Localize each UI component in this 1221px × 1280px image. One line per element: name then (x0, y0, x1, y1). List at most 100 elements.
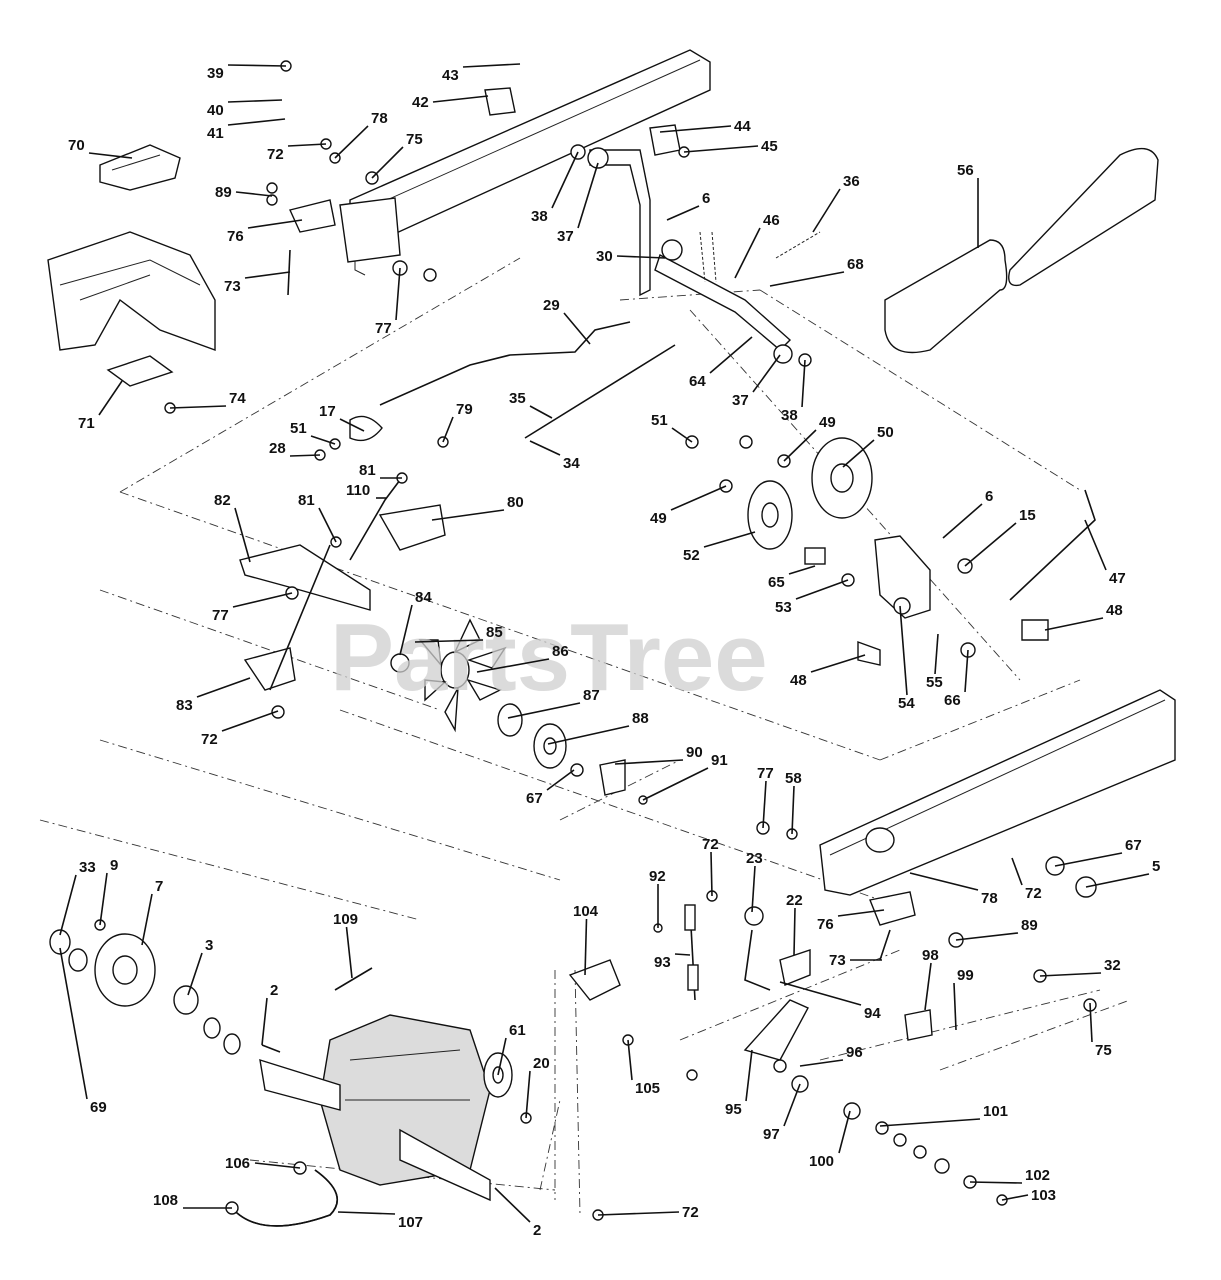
part-label-40: 40 (207, 102, 224, 119)
leader-line-20 (525, 1070, 531, 1119)
part-label-72: 72 (201, 731, 218, 748)
leader-line-34 (529, 440, 561, 456)
part-label-29: 29 (543, 297, 560, 314)
leader-line-86 (476, 658, 550, 673)
leader-line-50 (842, 439, 875, 468)
leader-line-97 (783, 1083, 801, 1127)
leader-line-90 (614, 759, 684, 765)
part-label-76: 76 (817, 916, 834, 933)
leader-line-37 (577, 162, 599, 229)
part-label-68: 68 (847, 256, 864, 273)
leader-line-106 (254, 1162, 301, 1169)
leader-line-2 (494, 1187, 531, 1223)
pulleys-upper (685, 435, 873, 550)
leader-line-30 (616, 255, 666, 259)
fan-86 (390, 618, 507, 733)
part-label-39: 39 (207, 65, 224, 82)
part-label-7: 7 (155, 878, 163, 895)
part-label-89: 89 (1021, 917, 1038, 934)
part-label-73: 73 (829, 952, 846, 969)
drive-belt-56 (884, 147, 1159, 354)
leader-line-38 (801, 359, 806, 408)
part-label-34: 34 (563, 455, 580, 472)
leader-line-48 (1044, 617, 1104, 631)
part-label-69: 69 (90, 1099, 107, 1116)
leader-line-78 (909, 872, 979, 891)
leader-line-35 (529, 405, 553, 419)
part-label-85: 85 (486, 624, 503, 641)
leader-line-72 (287, 143, 327, 147)
part-label-75: 75 (406, 131, 423, 148)
hub-7 (49, 929, 241, 1055)
part-label-66: 66 (944, 692, 961, 709)
leader-line-75 (1089, 1002, 1093, 1043)
leader-line-78 (334, 125, 369, 159)
part-label-51: 51 (290, 420, 307, 437)
part-label-43: 43 (442, 67, 459, 84)
leader-line-96 (799, 1059, 844, 1067)
leader-line-51 (671, 427, 693, 443)
leader-line-22 (793, 907, 796, 956)
part-label-28: 28 (269, 440, 286, 457)
leader-line-6 (666, 205, 700, 221)
part-label-71: 71 (78, 415, 95, 432)
part-label-5: 5 (1152, 858, 1160, 875)
part-label-84: 84 (415, 589, 432, 606)
leader-line-46 (734, 227, 761, 279)
leader-line-61 (497, 1037, 507, 1076)
hose-107 (231, 1169, 339, 1227)
leader-line-64 (709, 336, 753, 374)
part-label-67: 67 (1125, 837, 1142, 854)
leader-line-80 (431, 509, 505, 521)
part-label-37: 37 (732, 392, 749, 409)
part-label-22: 22 (786, 892, 803, 909)
part-label-65: 65 (768, 574, 785, 591)
part-label-15: 15 (1019, 507, 1036, 524)
part-label-72: 72 (267, 146, 284, 163)
leader-line-68 (769, 271, 845, 287)
leader-line-72 (221, 710, 279, 732)
leader-line-5 (1085, 873, 1150, 888)
part-label-77: 77 (212, 607, 229, 624)
part-label-32: 32 (1104, 957, 1121, 974)
leader-line-103 (1001, 1194, 1029, 1201)
part-label-48: 48 (1106, 602, 1123, 619)
part-label-67: 67 (526, 790, 543, 807)
leader-line-67 (1054, 852, 1123, 867)
part-label-81: 81 (298, 492, 315, 509)
leader-line-91 (642, 767, 709, 801)
part-label-106: 106 (225, 1155, 250, 1172)
part-label-45: 45 (761, 138, 778, 155)
part-label-93: 93 (654, 954, 671, 971)
leader-line-49 (783, 429, 817, 462)
part-label-73: 73 (224, 278, 241, 295)
leader-line-28 (289, 454, 321, 457)
leader-line-52 (703, 531, 756, 548)
part-label-2: 2 (533, 1222, 541, 1239)
part-label-92: 92 (649, 868, 666, 885)
leader-line-51 (310, 435, 336, 445)
part-label-109: 109 (333, 911, 358, 928)
leader-line-40 (227, 99, 283, 103)
part-label-89: 89 (215, 184, 232, 201)
leader-line-98 (924, 962, 932, 1011)
part-label-78: 78 (981, 890, 998, 907)
part-label-48: 48 (790, 672, 807, 689)
leader-line-38 (551, 151, 579, 209)
leader-line-39 (227, 64, 287, 67)
leader-line-85 (414, 639, 484, 643)
part-label-38: 38 (531, 208, 548, 225)
part-label-47: 47 (1109, 570, 1126, 587)
part-label-108: 108 (153, 1192, 178, 1209)
leader-line-100 (838, 1110, 851, 1154)
frame-rail-upper (339, 49, 711, 276)
part-label-72: 72 (1025, 885, 1042, 902)
part-label-88: 88 (632, 710, 649, 727)
part-label-53: 53 (775, 599, 792, 616)
part-label-64: 64 (689, 373, 706, 390)
leader-line-77 (232, 592, 293, 608)
leader-line-72 (1011, 857, 1023, 886)
leader-line-77 (762, 780, 767, 829)
part-label-33: 33 (79, 859, 96, 876)
